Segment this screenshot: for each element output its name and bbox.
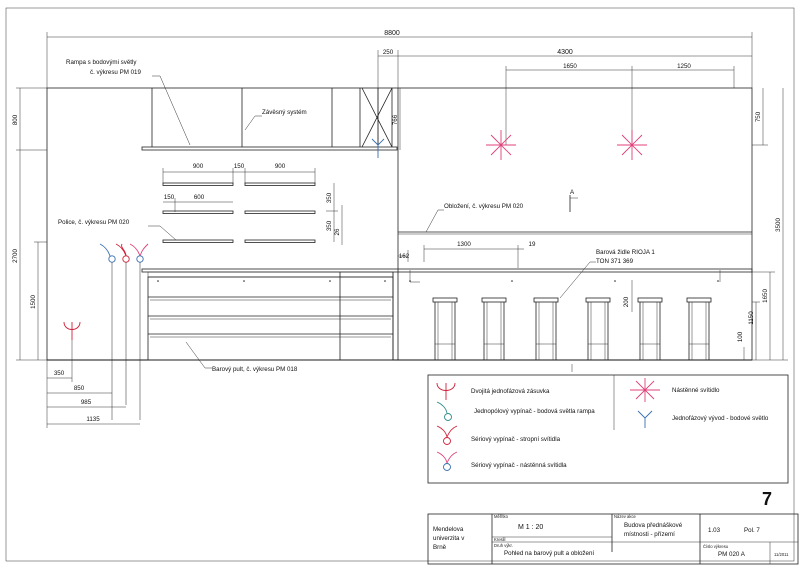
bar-counter-label-text: Barový pult, č. výkresu PM 018 xyxy=(212,366,298,373)
dim-766: 766 xyxy=(392,114,399,125)
single-switch-icon xyxy=(436,401,452,421)
ramp-label-line1: Rampa s bodovými světly xyxy=(66,59,137,66)
drawing-no: PM 020 A xyxy=(718,551,746,558)
dim-3500: 3500 xyxy=(775,218,782,232)
wall-light-icon xyxy=(630,378,660,402)
series-switch-wall-icon xyxy=(436,451,458,471)
bar-stool xyxy=(637,297,663,360)
bar-counter xyxy=(141,268,753,361)
dim-bottom-850: 850 xyxy=(74,385,85,392)
top-dimensions: 8800 250 4300 1650 1250 xyxy=(46,30,753,150)
code-value: 1.03 xyxy=(708,527,721,534)
drawing-frame xyxy=(5,7,795,562)
legend: Dvojitá jednofázová zásuvka Jednopólový … xyxy=(427,374,789,484)
school-name-line2: univerzita v xyxy=(433,535,465,542)
dim-1150: 1150 xyxy=(748,311,755,325)
dim-1650-v: 1650 xyxy=(762,289,769,303)
dim-shelf-600: 600 xyxy=(194,194,205,201)
bar-stool xyxy=(585,297,611,360)
bar-counter-label: Barový pult, č. výkresu PM 018 xyxy=(185,341,298,373)
drawing-no-label: Číslo výkresu xyxy=(703,544,729,549)
paneling-label: Obložení, č. výkresu PM 020 xyxy=(425,203,524,233)
project-line1: Budova přednáškové xyxy=(624,522,683,529)
stool-label: Barová židle RIOJA 1 TON 371 369 xyxy=(559,249,655,299)
switch-group xyxy=(99,243,149,420)
drawing-type-label: Druh výkr. xyxy=(494,543,513,548)
dim-shelf-350-a: 350 xyxy=(326,192,333,203)
dim-shelf-350-b: 350 xyxy=(326,220,333,231)
ramp-label: Rampa s bodovými světly č. výkresu PM 01… xyxy=(66,59,191,146)
scale-label: Měřítko xyxy=(494,514,509,519)
dim-2700: 2700 xyxy=(12,249,19,263)
single-phase-outlet-icon xyxy=(371,138,385,158)
project-line2: místnosti - přízemí xyxy=(624,531,675,538)
shelves: 900 150 900 150 600 350 350 26 xyxy=(162,163,343,245)
project-label: Název akce xyxy=(614,514,637,519)
stool-label-line1: Barová židle RIOJA 1 xyxy=(596,249,655,256)
legend-text-2: Jednopólový vypínač - bodová světla ramp… xyxy=(474,408,595,415)
dim-1300: 1300 xyxy=(457,241,471,248)
section-a-marker: A xyxy=(570,189,575,196)
shelf-label-text: Police, č. výkresu PM 020 xyxy=(58,219,130,226)
series-switch-ceiling-icon xyxy=(436,425,458,445)
hanging-system-text: Závěsný systém xyxy=(262,109,307,116)
dim-100: 100 xyxy=(737,331,744,342)
title-block: Mendelova univerzita v Brně Měřítko M 1 … xyxy=(427,513,799,565)
bar-stools xyxy=(432,297,712,360)
light-ramp xyxy=(141,87,398,151)
double-socket-icon xyxy=(63,321,81,340)
legend-text-5: Nástěnné svítidlo xyxy=(672,387,720,394)
school-name-line1: Mendelova xyxy=(433,526,464,533)
paneling-label-text: Obložení, č. výkresu PM 020 xyxy=(444,203,524,210)
bar-stool xyxy=(686,297,712,360)
bar-stool xyxy=(481,297,507,360)
bottom-left-dimensions: 350 850 985 1135 xyxy=(46,340,140,428)
dim-shelf-150: 150 xyxy=(234,163,245,170)
dim-800: 800 xyxy=(12,114,19,125)
dim-162: 162 xyxy=(399,253,410,260)
stool-label-line2: TON 371 369 xyxy=(596,258,634,265)
hanging-system-label: Závěsný systém xyxy=(244,109,307,131)
wall-light-icon xyxy=(617,130,647,160)
bar-stool xyxy=(533,297,559,360)
left-dimensions: 800 2700 1500 xyxy=(12,87,47,361)
dim-1650: 1650 xyxy=(563,63,577,70)
wall-paneling: A xyxy=(398,189,752,235)
dim-shelf-900-b: 900 xyxy=(275,163,286,170)
dim-250: 250 xyxy=(383,49,394,56)
shelf-label: Police, č. výkresu PM 020 xyxy=(58,219,177,241)
school-name-line3: Brně xyxy=(433,544,447,551)
dim-19: 19 xyxy=(529,241,536,248)
right-dimensions: 766 750 3500 1650 1150 100 200 xyxy=(392,88,788,361)
dim-750: 750 xyxy=(755,111,762,122)
drawing-title: Pohled na barový pult a obložení xyxy=(504,550,594,557)
sheet-number: 7 xyxy=(762,489,772,509)
dim-bottom-350: 350 xyxy=(54,370,65,377)
dim-shelf-26: 26 xyxy=(334,228,341,235)
date-value: 11/2011 xyxy=(774,552,789,557)
ramp-label-line2: č. výkresu PM 019 xyxy=(90,69,141,76)
dim-4300: 4300 xyxy=(557,49,573,56)
dim-shelf-900-a: 900 xyxy=(193,163,204,170)
dim-1500: 1500 xyxy=(30,295,37,309)
legend-text-4: Sériový vypínač - nástěnná svítidla xyxy=(471,462,567,469)
bar-stool xyxy=(432,297,458,360)
draftsman-label: Kreslil xyxy=(494,537,505,542)
dim-1250: 1250 xyxy=(677,63,691,70)
legend-text-1: Dvojitá jednofázová zásuvka xyxy=(471,388,550,395)
dim-200: 200 xyxy=(623,296,630,307)
counter-dimensions: 162 1300 19 xyxy=(398,241,721,283)
position-value: Pol. 7 xyxy=(744,527,760,534)
dim-total-width: 8800 xyxy=(384,30,400,37)
legend-text-6: Jednofázový vývod - bodové světlo xyxy=(672,415,769,422)
dim-bottom-985: 985 xyxy=(81,399,92,406)
double-socket-icon xyxy=(436,382,456,400)
scale-value: M 1 : 20 xyxy=(518,524,543,531)
dim-bottom-1135: 1135 xyxy=(86,416,100,423)
legend-text-3: Sériový vypínač - stropní svítidla xyxy=(471,436,561,443)
wall-light-icon xyxy=(486,130,516,160)
single-phase-outlet-icon xyxy=(637,410,653,428)
dim-shelf-150-b: 150 xyxy=(164,194,175,201)
